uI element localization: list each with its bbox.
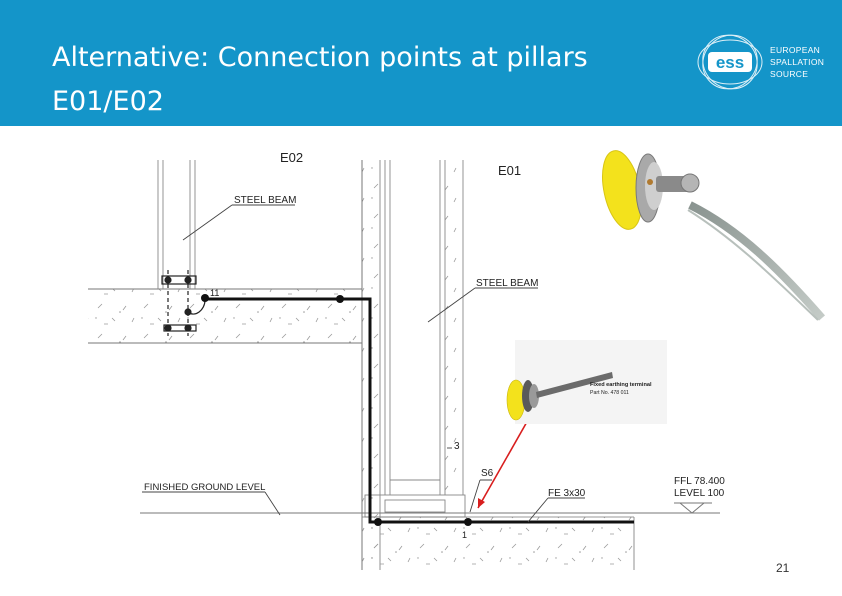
slide-header: Alternative: Connection points at pillar…	[0, 0, 842, 126]
logo-line-spallation: SPALLATION	[770, 57, 825, 67]
terminal-label-name: Fixed earthing terminal	[590, 382, 652, 388]
label-point-1: 1	[462, 530, 467, 540]
label-e01: E01	[498, 163, 521, 178]
ess-logo-mark: ess	[716, 53, 744, 72]
pillar-e02	[157, 160, 196, 289]
logo-line-source: SOURCE	[770, 69, 809, 79]
label-ffl-top: FFL 78.400	[674, 476, 725, 487]
ffl-level-marker	[674, 502, 712, 514]
terminal-label-part: Part No. 478 011	[590, 390, 629, 396]
left-slab	[88, 289, 362, 343]
ground-slab	[362, 517, 634, 570]
label-s6: S6	[481, 468, 494, 479]
ess-logo: ess	[697, 34, 763, 90]
node-11	[201, 294, 209, 302]
leader-fe	[527, 497, 585, 523]
label-point-11: 11	[210, 288, 219, 298]
node-corner	[374, 518, 382, 526]
label-steel-beam-right: STEEL BEAM	[476, 278, 538, 289]
label-steel-beam-left: STEEL BEAM	[234, 195, 296, 206]
pillar-e01-right-concrete	[445, 160, 463, 495]
beam-bolts	[161, 270, 206, 336]
earthing-conductor	[205, 297, 634, 524]
leader-steel-beam-right	[427, 287, 538, 323]
node-mid	[336, 295, 344, 303]
label-ffl-bottom: LEVEL 100	[674, 488, 725, 499]
slide-title: Alternative: Connection points at pillar…	[52, 42, 588, 117]
cable-photo	[602, 150, 826, 321]
leader-finished-ground	[142, 491, 281, 516]
terminal-inset: Fixed earthing terminal Part No. 478 011	[506, 340, 667, 424]
label-finished-ground: FINISHED GROUND LEVEL	[144, 482, 265, 493]
earthing-drawing: E02 E01 STEEL BEAM STEEL BEAM 11 3 S6 FE…	[88, 150, 826, 570]
red-arrow	[477, 419, 529, 509]
label-e02: E02	[280, 150, 303, 165]
label-fe: FE 3x30	[548, 488, 586, 499]
pillar-e01	[364, 160, 466, 518]
node-1	[464, 518, 472, 526]
page-number: 21	[776, 561, 790, 575]
logo-line-european: EUROPEAN	[770, 45, 821, 55]
leader-steel-beam-left	[182, 204, 295, 241]
label-point-3: 3	[454, 441, 460, 452]
ess-logo-text: EUROPEAN SPALLATION SOURCE	[770, 44, 824, 80]
